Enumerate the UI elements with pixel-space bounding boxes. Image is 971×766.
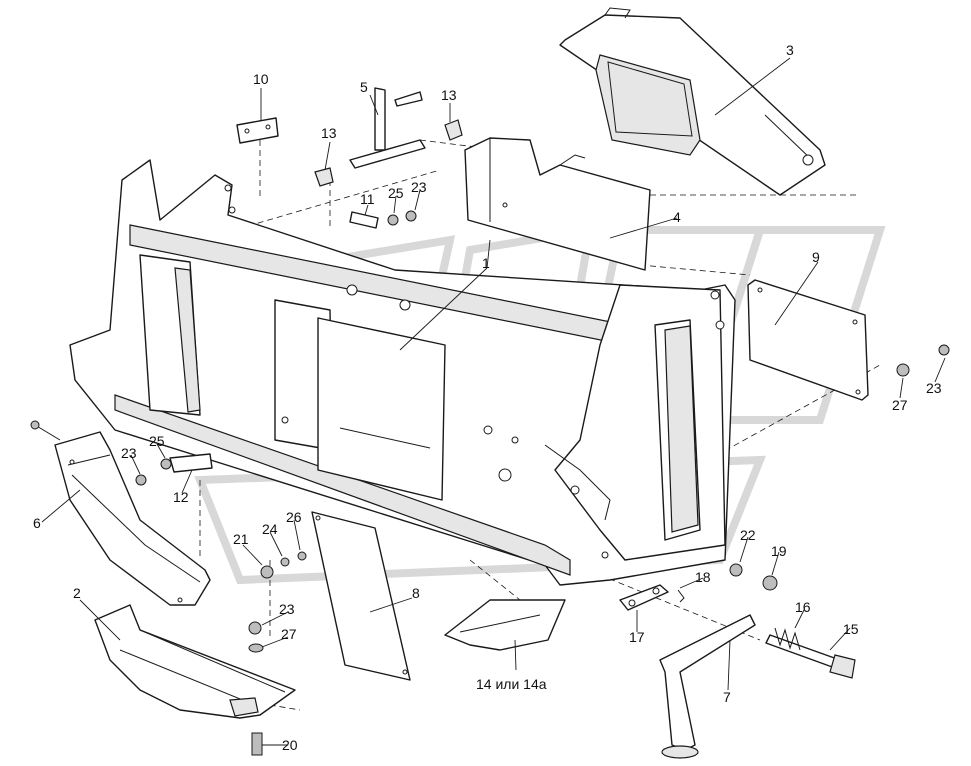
label-13-left: 13 xyxy=(321,125,337,141)
nut-23b xyxy=(135,474,147,486)
label-1: 1 xyxy=(482,255,490,271)
label-7: 7 xyxy=(723,689,731,705)
nut-19 xyxy=(762,575,778,591)
part-5-handle xyxy=(314,87,463,187)
label-22: 22 xyxy=(740,527,756,543)
part-3-cover xyxy=(559,7,826,196)
label-27-bottom: 27 xyxy=(281,626,297,642)
part-6-shield xyxy=(30,420,211,606)
label-12: 12 xyxy=(173,489,189,505)
label-23-top: 23 xyxy=(411,179,427,195)
washer-26 xyxy=(297,551,307,561)
nut-23c xyxy=(248,621,262,635)
nut-21 xyxy=(260,565,274,579)
label-21: 21 xyxy=(233,531,249,547)
part-14-scoop xyxy=(444,599,566,651)
label-6: 6 xyxy=(33,515,41,531)
part-9-plate xyxy=(747,279,869,401)
fasteners xyxy=(135,210,950,756)
label-19: 19 xyxy=(771,543,787,559)
washer-27b xyxy=(896,363,910,377)
label-5: 5 xyxy=(360,79,368,95)
nut-23a xyxy=(405,210,417,222)
part-11-plate xyxy=(349,211,379,229)
nut-22 xyxy=(729,563,743,577)
label-18: 18 xyxy=(695,569,711,585)
label-20: 20 xyxy=(282,737,298,753)
label-26: 26 xyxy=(286,509,302,525)
part-10-plate xyxy=(236,117,279,144)
label-24: 24 xyxy=(262,521,278,537)
label-23-right: 23 xyxy=(926,380,942,396)
label-15: 15 xyxy=(843,621,859,637)
part-1-frame xyxy=(69,159,736,586)
part-4-panel xyxy=(464,137,651,271)
label-14: 14 или 14а xyxy=(476,676,547,692)
label-11: 11 xyxy=(360,191,375,207)
label-10: 10 xyxy=(253,71,269,87)
washer-24 xyxy=(280,557,290,567)
part-2-tray xyxy=(94,604,296,719)
label-17: 17 xyxy=(629,629,645,645)
label-4: 4 xyxy=(673,209,681,225)
leader-lines xyxy=(41,57,946,746)
label-9: 9 xyxy=(812,249,820,265)
label-8: 8 xyxy=(412,585,420,601)
bolt-20 xyxy=(251,732,263,756)
label-27-right: 27 xyxy=(892,397,908,413)
nut-23d xyxy=(938,344,950,356)
washer-27a xyxy=(248,643,264,653)
label-2: 2 xyxy=(73,585,81,601)
nut-25a xyxy=(387,214,399,226)
label-23-left: 23 xyxy=(121,445,137,461)
part-7-stand xyxy=(659,614,756,759)
label-3: 3 xyxy=(786,42,794,58)
label-16: 16 xyxy=(795,599,811,615)
label-23-bottom: 23 xyxy=(279,601,295,617)
label-25-top: 25 xyxy=(388,185,404,201)
part-17-18-latch xyxy=(619,584,685,611)
part-12-plate xyxy=(169,453,213,473)
part-8-plate xyxy=(311,511,411,681)
label-13-right: 13 xyxy=(441,87,457,103)
nut-25b xyxy=(160,458,172,470)
part-15-16-bolt-spring xyxy=(765,627,856,679)
callout-labels: 1 2 3 4 5 6 7 8 9 10 11 12 13 13 14 или … xyxy=(33,42,942,753)
label-25-left: 25 xyxy=(149,433,165,449)
